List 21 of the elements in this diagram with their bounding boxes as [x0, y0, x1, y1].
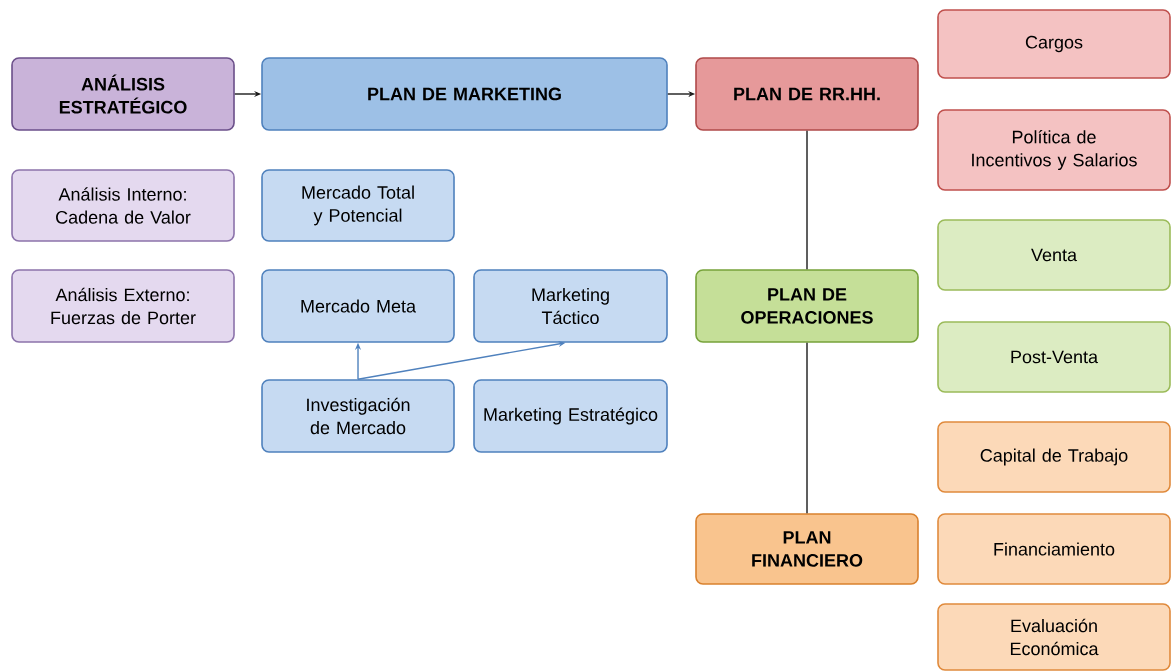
topic-box: Marketing Estratégico [473, 379, 668, 453]
topic-box: Política de Incentivos y Salarios [937, 109, 1171, 191]
plan-box: PLAN DE MARKETING [261, 57, 668, 131]
topic-box: Mercado Total y Potencial [261, 169, 455, 242]
topic-box: Cargos [937, 9, 1171, 79]
topic-box: Marketing Táctico [473, 269, 668, 343]
plan-box: PLAN FINANCIERO [695, 513, 919, 585]
connector-line [806, 130, 808, 270]
plan-box: ANÁLISIS ESTRATÉGICO [11, 57, 235, 131]
plan-box: PLAN DE OPERACIONES [695, 269, 919, 343]
topic-box: Análisis Interno: Cadena de Valor [11, 169, 235, 242]
topic-box: Evaluación Económica [937, 603, 1171, 671]
topic-box: Capital de Trabajo [937, 421, 1171, 493]
connector-line [806, 342, 808, 514]
topic-box: Financiamiento [937, 513, 1171, 585]
plan-box: PLAN DE RR.HH. [695, 57, 919, 131]
topic-box: Mercado Meta [261, 269, 455, 343]
topic-box: Análisis Externo: Fuerzas de Porter [11, 269, 235, 343]
topic-box: Investigación de Mercado [261, 379, 455, 453]
topic-box: Venta [937, 219, 1171, 291]
topic-box: Post-Venta [937, 321, 1171, 393]
